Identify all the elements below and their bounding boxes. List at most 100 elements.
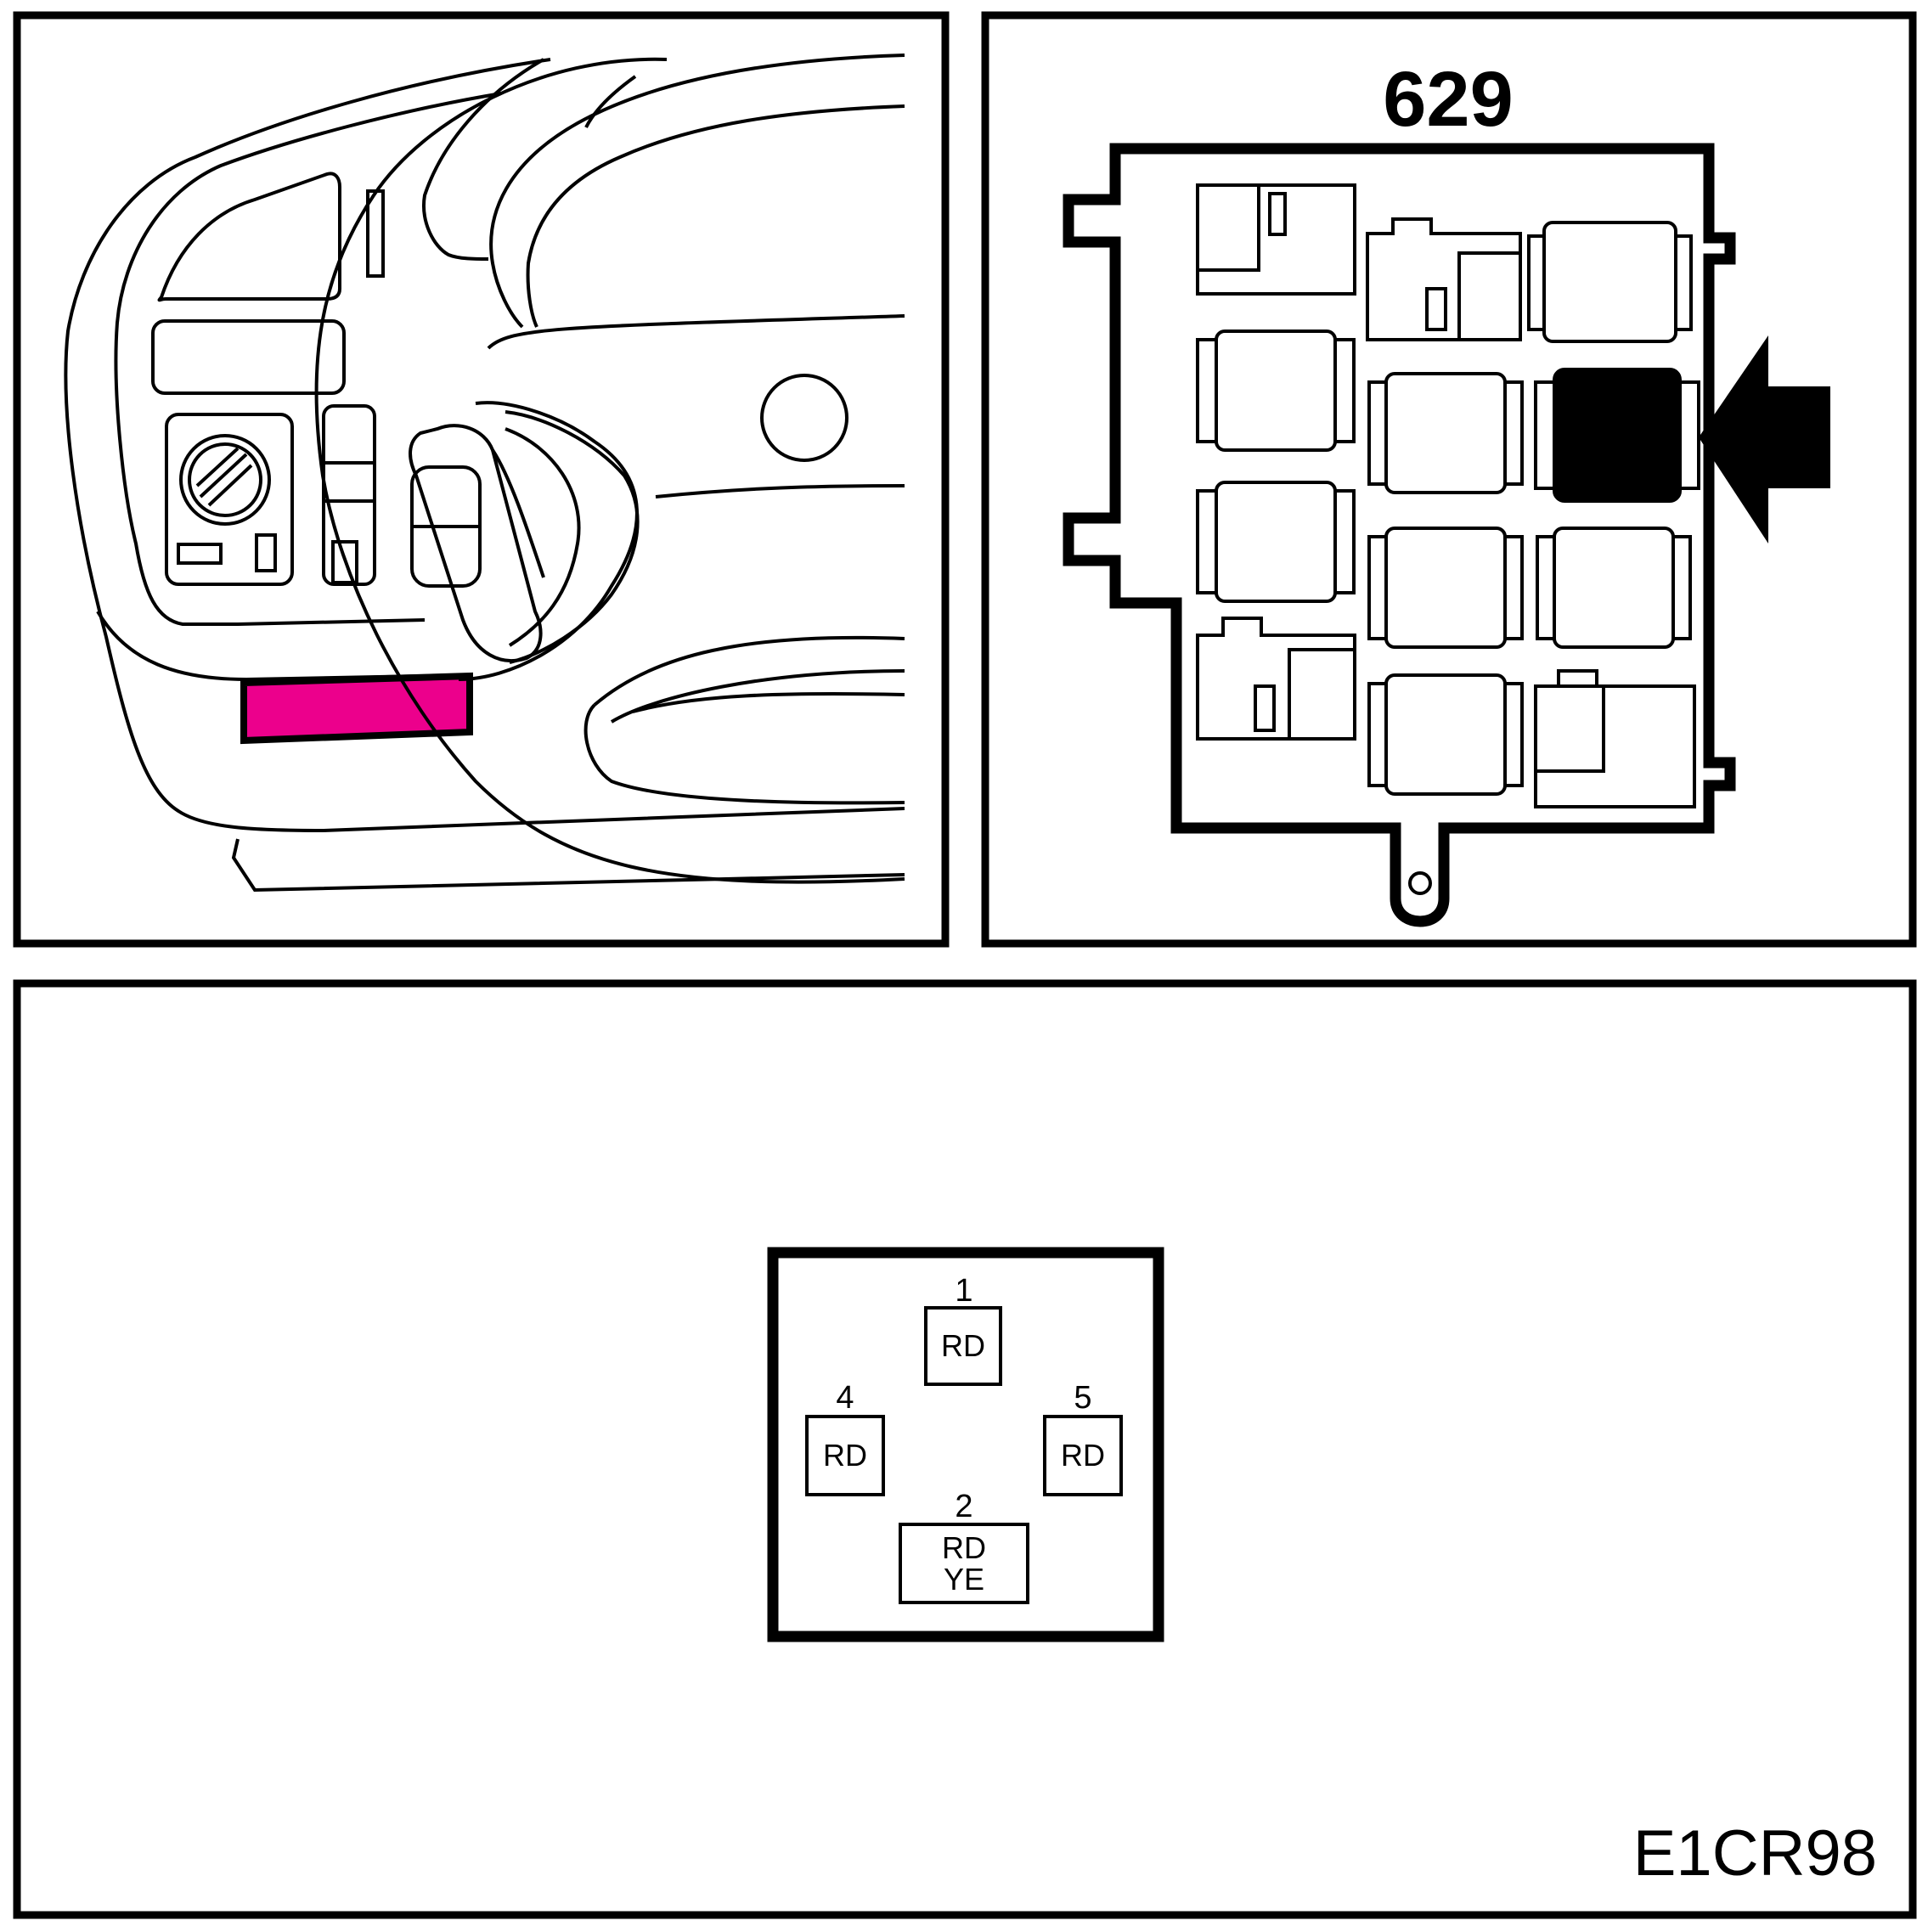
relay-r1c1 [1196,183,1356,296]
steering-wheel-inner-upper [489,54,905,329]
relay-r2c3-highlighted [1534,368,1700,503]
upper-switch-panel [151,319,346,395]
relay-slot [1425,287,1447,331]
relay-r1c3 [1527,221,1693,343]
spoke-upper [487,314,905,350]
relay-r3c3 [1536,527,1692,649]
pin-1-number: 1 [955,1273,972,1309]
relay-r3c2 [1367,527,1524,649]
lower-spoke-mid [632,692,905,713]
relay-body [1384,527,1507,649]
relay-body [1384,372,1507,494]
figure-code: E1CR98 [1633,1817,1877,1890]
relay-body [1553,527,1675,649]
relay-tab [1534,684,1605,773]
relay-side-right [1671,535,1692,640]
small-switch-left [177,543,223,565]
relay-body [1366,217,1522,341]
headlamp-switch-housing [165,413,294,586]
relay-side-left [1527,234,1546,331]
hub-outline [458,401,639,681]
relay-side-right [1333,338,1356,443]
pin-2-number: 2 [955,1489,972,1524]
fuse-box-location-highlight [240,672,473,745]
relay-tab [1457,251,1522,341]
pointer-arrow-icon [1699,335,1830,544]
pin-5-wire-color: RD [1061,1438,1105,1473]
relay-side-left [1536,535,1556,640]
pin-4-cavity [805,1415,885,1496]
relay-tab [1196,183,1260,272]
headlamp-knob [179,434,271,526]
connector-panel-frame [13,979,1917,1919]
lower-spoke-inner [610,669,905,724]
pin-1-cavity [924,1306,1002,1386]
relay-side-right [1503,535,1524,640]
small-switch-right [255,533,277,572]
pin-5-cavity [1043,1415,1123,1496]
relay-r4c3 [1534,669,1696,808]
relay-body [1215,330,1337,452]
relay-body [1215,481,1337,603]
spoke-right [655,484,905,498]
rim-detail [584,75,637,128]
relay-side-left [1367,682,1388,787]
relay-side-left [1534,380,1556,490]
highlighted-relay [1553,368,1682,503]
dash-hood-outline [64,58,905,833]
dimmer-lines [324,461,375,503]
relay-tab [1288,648,1356,741]
knob-grip [195,447,253,507]
relay-side-right [1333,489,1356,594]
relay-side-left [1367,535,1388,640]
fuse-box-label: 629 [1383,56,1514,143]
relay-r2c2 [1367,372,1524,494]
pin-2-wire-color-1: RD [942,1530,986,1565]
relay-side-right [1674,234,1693,331]
horn-button [760,374,848,462]
relay-side-right [1503,380,1524,486]
headlamp-knob-inner [188,442,262,517]
relay-r4c2 [1367,673,1524,796]
hub-inner [505,410,640,664]
fuse-box-panel: 629 [981,11,1917,948]
pin-5-number: 5 [1074,1380,1091,1416]
pin-1-wire-color: RD [941,1328,985,1363]
steering-wheel-inner-upper2 [526,104,905,328]
dimmer-switch [331,540,358,584]
relay-body [1534,669,1696,808]
steering-wheel-rim-outer [314,57,905,884]
fuse-box-panel-frame [981,11,1917,948]
dashboard-illustration [64,54,905,893]
relay-side-left [1367,380,1388,486]
left-vent [157,172,341,302]
dash-lower-contour [96,610,464,682]
relay-side-left [1196,489,1218,594]
relay-side-left [1196,338,1218,443]
relay-side-right [1678,380,1700,490]
relay-body [1196,183,1356,296]
connector-housing [767,1247,1164,1642]
relay-r4c1 [1196,617,1356,741]
relay-r1c2 [1366,217,1522,341]
relay-r2c1 [1196,330,1356,452]
mounting-hole [1408,871,1432,895]
dashboard-panel-frame [13,11,950,948]
relay-body [1196,617,1356,741]
pin-4-number: 4 [836,1380,854,1416]
turn-signal-stalk [409,424,543,662]
dash-inner-outline [114,92,502,626]
pin-2-wire-color-2: YE [944,1562,984,1597]
lower-trim [231,838,905,893]
lower-spoke-lower [583,703,905,805]
relay-r3c1 [1196,481,1356,603]
pin-2-cavity [899,1523,1029,1604]
relay-slot [1268,192,1287,236]
relay-slot [1254,684,1276,732]
steering-wheel-rim-left [422,58,544,261]
relay-body [1384,673,1507,796]
connector-panel: 1 RD 4 RD 5 RD 2 RD YE E1CR98 [13,979,1917,1919]
box-tabs [1063,200,1736,786]
relay-body [1542,221,1677,343]
